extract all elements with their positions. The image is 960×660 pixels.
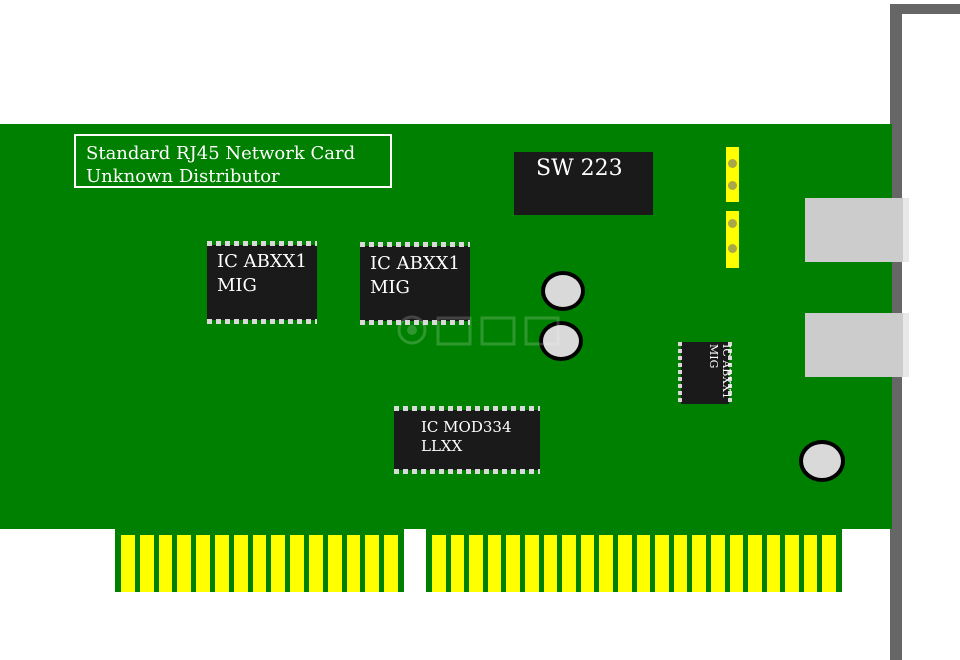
chip-pins-right	[728, 342, 732, 404]
jumper-lower	[726, 211, 739, 268]
rj45-port-top	[805, 198, 909, 262]
chip-pins-bottom	[394, 469, 540, 474]
contact-finger	[599, 535, 613, 592]
chip-label-line2: MIG	[707, 344, 720, 369]
chip-sw-label: SW 223	[536, 156, 623, 181]
contact-finger	[580, 535, 595, 592]
capacitor-upper	[541, 271, 585, 311]
card-label-box: Standard RJ45 Network Card Unknown Distr…	[74, 134, 392, 188]
contact-finger	[822, 535, 837, 592]
contact-finger	[710, 535, 725, 592]
contact-finger	[432, 535, 446, 592]
contact-finger	[233, 535, 248, 592]
contact-finger	[655, 535, 669, 592]
contact-finger	[139, 535, 154, 592]
chip-ic-abxx1-vertical: IC ABXX1 MIG	[678, 342, 733, 404]
contact-finger	[785, 535, 799, 592]
contact-finger	[271, 535, 286, 592]
chip-label-line1: IC MOD334	[421, 418, 512, 436]
contact-fingers-right	[432, 535, 837, 592]
contact-finger	[365, 535, 380, 592]
chip-pins-bottom	[207, 319, 317, 324]
jumper-pin	[728, 159, 737, 168]
contact-finger	[327, 535, 342, 592]
jumper-pin	[728, 219, 737, 228]
jumper-pin	[728, 244, 737, 253]
contact-finger	[524, 535, 539, 592]
chip-pins-top	[207, 241, 317, 246]
card-label-line2: Unknown Distributor	[86, 166, 280, 187]
contact-finger	[729, 535, 744, 592]
contact-finger	[308, 535, 323, 592]
contact-finger	[196, 535, 210, 592]
jumper-upper	[726, 147, 739, 202]
chip-pins-left	[678, 342, 682, 404]
contact-finger	[290, 535, 304, 592]
chip-pins-bottom	[360, 320, 470, 325]
edge-connector-right	[426, 529, 842, 592]
chip-label-line2: LLXX	[421, 437, 463, 455]
chip-vertical-label: IC ABXX1 MIG	[707, 344, 733, 399]
capacitor-lower	[539, 321, 583, 361]
chip-label-line2: MIG	[370, 277, 410, 298]
mounting-bracket-top	[890, 4, 960, 14]
contact-finger	[562, 535, 576, 592]
chip-ic-mod334: IC MOD334 LLXX	[394, 406, 540, 474]
contact-finger	[692, 535, 706, 592]
contact-finger	[617, 535, 632, 592]
contact-finger	[121, 535, 135, 592]
chip-ic-abxx1-left: IC ABXX1 MIG	[207, 241, 317, 324]
rj45-port-bottom	[805, 313, 909, 377]
contact-finger	[803, 535, 818, 592]
chip-sw-223: SW 223	[514, 152, 653, 215]
contact-finger	[384, 535, 398, 592]
contact-finger	[252, 535, 267, 592]
capacitor-right	[799, 440, 845, 482]
jumper-pin	[728, 181, 737, 190]
contact-finger	[158, 535, 173, 592]
contact-finger	[487, 535, 502, 592]
contact-finger	[214, 535, 229, 592]
chip-pins-top	[360, 242, 470, 247]
contact-finger	[177, 535, 192, 592]
contact-finger	[450, 535, 465, 592]
chip-label-line2: MIG	[217, 275, 257, 296]
chip-label-line1: IC ABXX1	[370, 253, 460, 274]
contact-finger	[748, 535, 762, 592]
edge-connector-left	[115, 529, 404, 592]
contact-finger	[543, 535, 558, 592]
chip-label-line1: IC ABXX1	[720, 344, 733, 399]
card-label-line1: Standard RJ45 Network Card	[86, 143, 356, 164]
chip-label-line1: IC ABXX1	[217, 251, 307, 272]
chip-ic-abxx1-right: IC ABXX1 MIG	[360, 242, 470, 325]
contact-finger	[636, 535, 651, 592]
contact-finger	[469, 535, 483, 592]
contact-finger	[766, 535, 781, 592]
contact-fingers-left	[121, 535, 398, 592]
contact-finger	[673, 535, 688, 592]
watermark-logo-icon	[397, 315, 560, 346]
contact-finger	[506, 535, 520, 592]
contact-finger	[346, 535, 361, 592]
chip-pins-top	[394, 406, 540, 411]
